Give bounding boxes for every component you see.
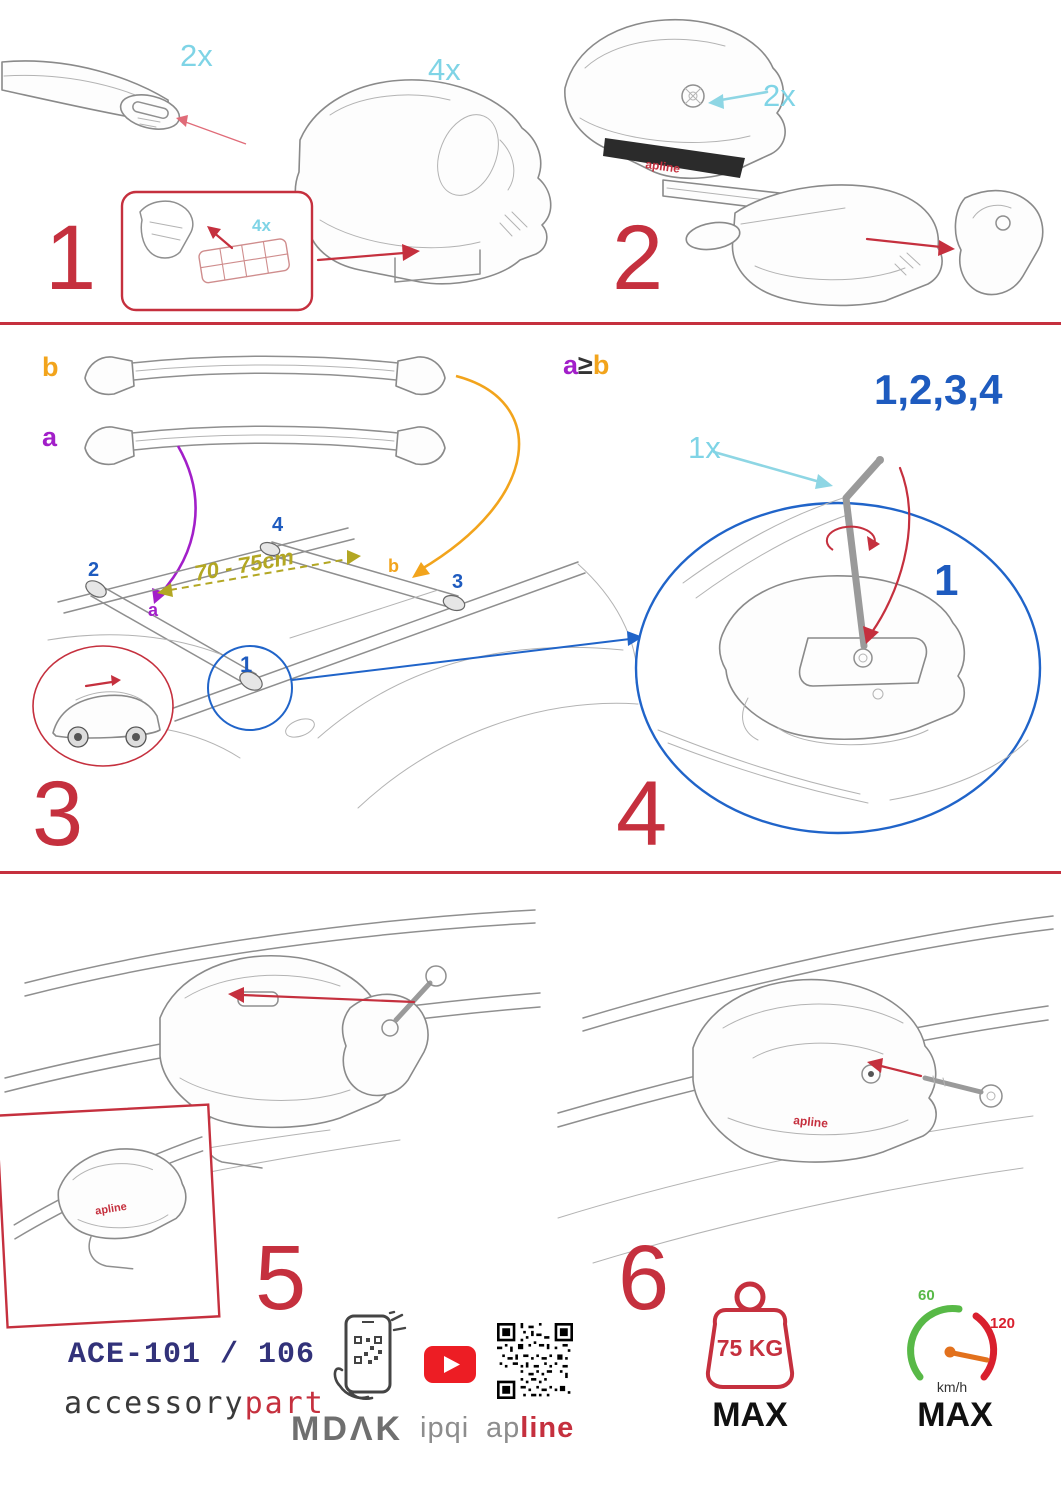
brand-mdak: MDΛK: [291, 1410, 404, 1448]
relation-a: a: [563, 350, 579, 380]
brand-ipqi: ipqi: [420, 1412, 470, 1444]
span-label: 70 - 75cm: [193, 544, 296, 586]
key-drawing: [922, 1075, 1003, 1108]
roof-b-label: b: [388, 556, 399, 576]
step3-number: 3: [32, 763, 83, 865]
brand-ap: ap: [486, 1412, 521, 1444]
step3-illustration: 70 - 75cm: [32, 355, 643, 809]
step1-pad-qty: 4x: [252, 216, 271, 235]
clamp-piece-drawing: [954, 189, 1044, 296]
purple-leader: [159, 445, 197, 595]
step1-illustration: [1, 60, 552, 312]
foot-detail-drawing: [657, 497, 1029, 804]
brand-apline: apline: [486, 1412, 574, 1445]
crossbar-drawing: [1, 60, 247, 145]
speed-unit-label: km/h: [937, 1379, 967, 1395]
step1-bar-qty: 2x: [180, 38, 213, 73]
crossbar-a-drawing: [84, 425, 446, 466]
step2-screw-qty: 2x: [763, 78, 796, 113]
brand-accessorypart: accessorypart: [64, 1386, 325, 1421]
relation-label: a≥b: [563, 350, 609, 381]
foot-drawing: [294, 79, 552, 285]
tighten-order: 1,2,3,4: [874, 366, 1003, 413]
speed-high-label: 120: [990, 1315, 1015, 1332]
step1-number: 1: [45, 207, 96, 309]
apline-badge: apline: [94, 1201, 127, 1218]
insert-arrow: [240, 993, 416, 1004]
step6-illustration: apline: [557, 915, 1054, 1264]
max-weight-label: MAX: [712, 1396, 788, 1434]
step5-number: 5: [255, 1227, 306, 1329]
roof-a-label: a: [148, 600, 159, 620]
crossbar-b-drawing: [84, 355, 446, 396]
lower-foot-drawing: [685, 184, 943, 307]
qr-code: [497, 1323, 573, 1399]
apline-badge: apline: [793, 1113, 829, 1131]
roof-pos-1: 1: [240, 652, 253, 677]
pad-inset: [120, 190, 314, 312]
roof-pos-4: 4: [272, 514, 284, 536]
focus-circle: [207, 645, 293, 731]
roof-pos-3: 3: [452, 571, 464, 593]
foot-keyhole-drawing: apline: [692, 978, 937, 1163]
rotate-arrow: [825, 525, 876, 551]
relation-b: b: [592, 350, 610, 380]
bar-b-label: b: [42, 352, 59, 382]
max-weight-value: 75 KG: [717, 1335, 783, 1361]
speedometer-icon: 60 120 km/h: [907, 1287, 1015, 1395]
brand-line: line: [520, 1412, 575, 1444]
step2-illustration: apline: [564, 18, 1044, 307]
zoom-arrow: [291, 638, 631, 681]
brand-accessory: accessory: [64, 1386, 245, 1421]
tool-qty-arrow: [712, 450, 822, 484]
section-divider-2: [0, 871, 1061, 874]
red-arrow: [402, 244, 420, 261]
youtube-icon: [424, 1346, 476, 1383]
step6-number: 6: [618, 1227, 669, 1329]
speed-low-label: 60: [918, 1287, 935, 1304]
step4-tool-qty: 1x: [688, 430, 721, 465]
phone-qr-icon: [333, 1310, 407, 1401]
allen-key-drawing: [842, 456, 884, 650]
orange-leader: [419, 374, 521, 572]
key-insert-arrow: [879, 1064, 923, 1078]
car-inset: [32, 645, 174, 767]
apline-badge: apline: [645, 157, 682, 176]
step4-illustration: [634, 450, 1042, 835]
roof-drawing: [47, 527, 639, 809]
model-number: ACE-101 / 106: [68, 1338, 316, 1372]
mounted-inset: apline: [0, 1103, 221, 1329]
sequence-arrow: [870, 466, 911, 634]
bar-a-label: a: [42, 422, 58, 452]
roof-pos-2: 2: [88, 559, 100, 581]
max-speed-label: MAX: [917, 1396, 993, 1434]
red-arrow: [938, 240, 955, 256]
step2-number: 2: [612, 207, 663, 309]
step4-number: 4: [616, 763, 667, 865]
relation-op: ≥: [578, 350, 593, 380]
turn-number: 1: [934, 556, 959, 605]
step1-cap-qty: 4x: [428, 52, 461, 87]
step5-illustration: apline: [0, 909, 541, 1329]
max-weight-icon: 75 KG: [705, 1281, 795, 1389]
section-divider-1: [0, 322, 1061, 325]
roof-rails-drawing: [4, 909, 541, 1219]
brand-part: part: [244, 1386, 325, 1421]
